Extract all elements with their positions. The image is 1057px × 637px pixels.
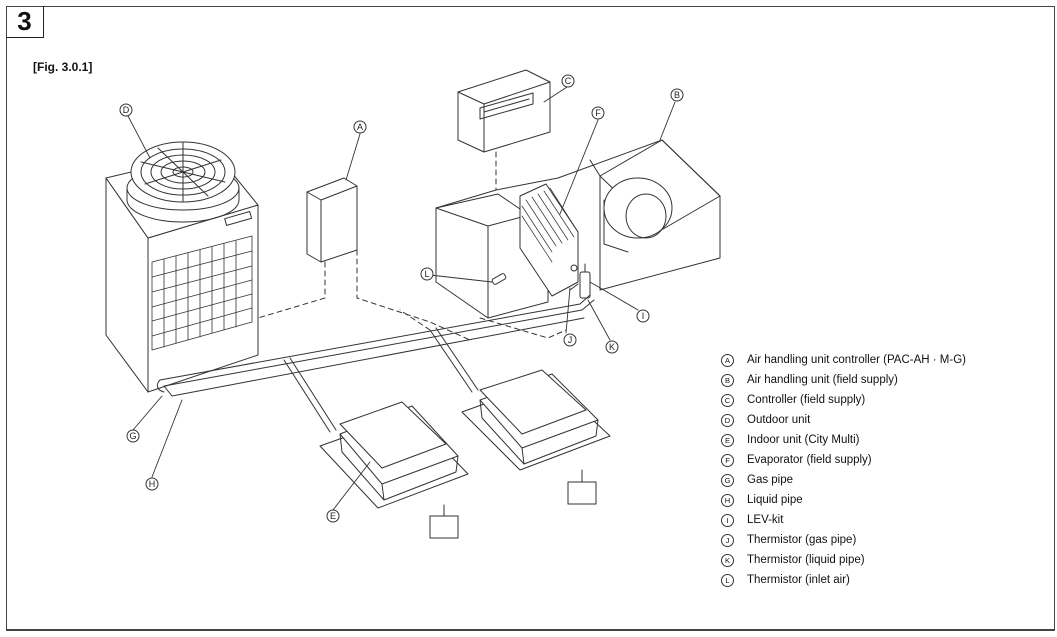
legend-label: Outdoor unit (747, 414, 811, 426)
legend-item: H Liquid pipe (721, 490, 1041, 510)
callout-D: D (119, 103, 133, 117)
legend-item: K Thermistor (liquid pipe) (721, 550, 1041, 570)
legend-item: E Indoor unit (City Multi) (721, 430, 1041, 450)
legend-key: C (721, 393, 734, 407)
legend-item: J Thermistor (gas pipe) (721, 530, 1041, 550)
section-number: 3 (6, 6, 44, 38)
lev-kit (569, 263, 591, 299)
legend-key: D (721, 413, 734, 427)
legend-label: Evaporator (field supply) (747, 454, 872, 466)
legend-label: Thermistor (liquid pipe) (747, 554, 865, 566)
svg-text:G: G (129, 431, 136, 441)
callout-H: H (145, 477, 159, 491)
callout-I: I (636, 309, 650, 323)
legend-item: A Air handling unit controller (PAC-AH ·… (721, 350, 1041, 370)
legend-item: C Controller (field supply) (721, 390, 1041, 410)
callout-F: F (591, 106, 605, 120)
field-controller-box (457, 69, 551, 153)
callout-A: A (353, 120, 367, 134)
legend-label: LEV-kit (747, 514, 784, 526)
control-wiring (257, 151, 567, 349)
indoor-unit-2 (461, 369, 611, 505)
callout-L: L (420, 267, 434, 281)
legend-key: H (721, 493, 734, 507)
callout-G: G (126, 429, 140, 443)
callout-legend: A Air handling unit controller (PAC-AH ·… (721, 350, 1041, 590)
air-handling-unit (435, 139, 721, 319)
legend-item: L Thermistor (inlet air) (721, 570, 1041, 590)
leader-lines (127, 86, 676, 511)
svg-text:B: B (674, 90, 680, 100)
callout-E: E (326, 509, 340, 523)
callout-B: B (670, 88, 684, 102)
legend-item: B Air handling unit (field supply) (721, 370, 1041, 390)
legend-label: Thermistor (inlet air) (747, 574, 850, 586)
outdoor-unit (105, 141, 259, 393)
svg-text:D: D (123, 105, 130, 115)
legend-key: G (721, 473, 734, 487)
callout-markers: D A C B F L I J K G H E (119, 74, 684, 523)
svg-text:J: J (568, 335, 573, 345)
legend-label: Indoor unit (City Multi) (747, 434, 860, 446)
legend-label: Gas pipe (747, 474, 794, 486)
legend-key: J (721, 533, 734, 547)
legend-label: Air handling unit (field supply) (747, 374, 898, 386)
svg-text:C: C (565, 76, 572, 86)
indoor-unit-1 (319, 401, 469, 539)
legend-label: Liquid pipe (747, 494, 803, 506)
svg-text:H: H (149, 479, 156, 489)
legend-item: G Gas pipe (721, 470, 1041, 490)
callout-K: K (605, 340, 619, 354)
legend-key: F (721, 453, 734, 467)
svg-text:K: K (609, 342, 615, 352)
page-frame (6, 6, 1055, 630)
legend-key: L (721, 573, 734, 587)
legend-item: I LEV-kit (721, 510, 1041, 530)
ahu-controller-box (306, 177, 358, 263)
legend-label: Air handling unit controller (PAC-AH · M… (747, 354, 966, 366)
svg-text:I: I (642, 311, 645, 321)
legend-label: Controller (field supply) (747, 394, 866, 406)
svg-text:L: L (424, 269, 429, 279)
legend-key: I (721, 513, 734, 527)
svg-text:A: A (357, 122, 363, 132)
legend-item: F Evaporator (field supply) (721, 450, 1041, 470)
frame-bottom-rule (6, 630, 1055, 631)
svg-text:E: E (330, 511, 336, 521)
figure-title: [Fig. 3.0.1] (33, 60, 93, 74)
svg-text:F: F (595, 108, 601, 118)
legend-key: E (721, 433, 734, 447)
legend-label: Thermistor (gas pipe) (747, 534, 857, 546)
callout-C: C (561, 74, 575, 88)
legend-key: K (721, 553, 734, 567)
callout-J: J (563, 333, 577, 347)
legend-key: A (721, 353, 734, 367)
legend-item: D Outdoor unit (721, 410, 1041, 430)
legend-key: B (721, 373, 734, 387)
